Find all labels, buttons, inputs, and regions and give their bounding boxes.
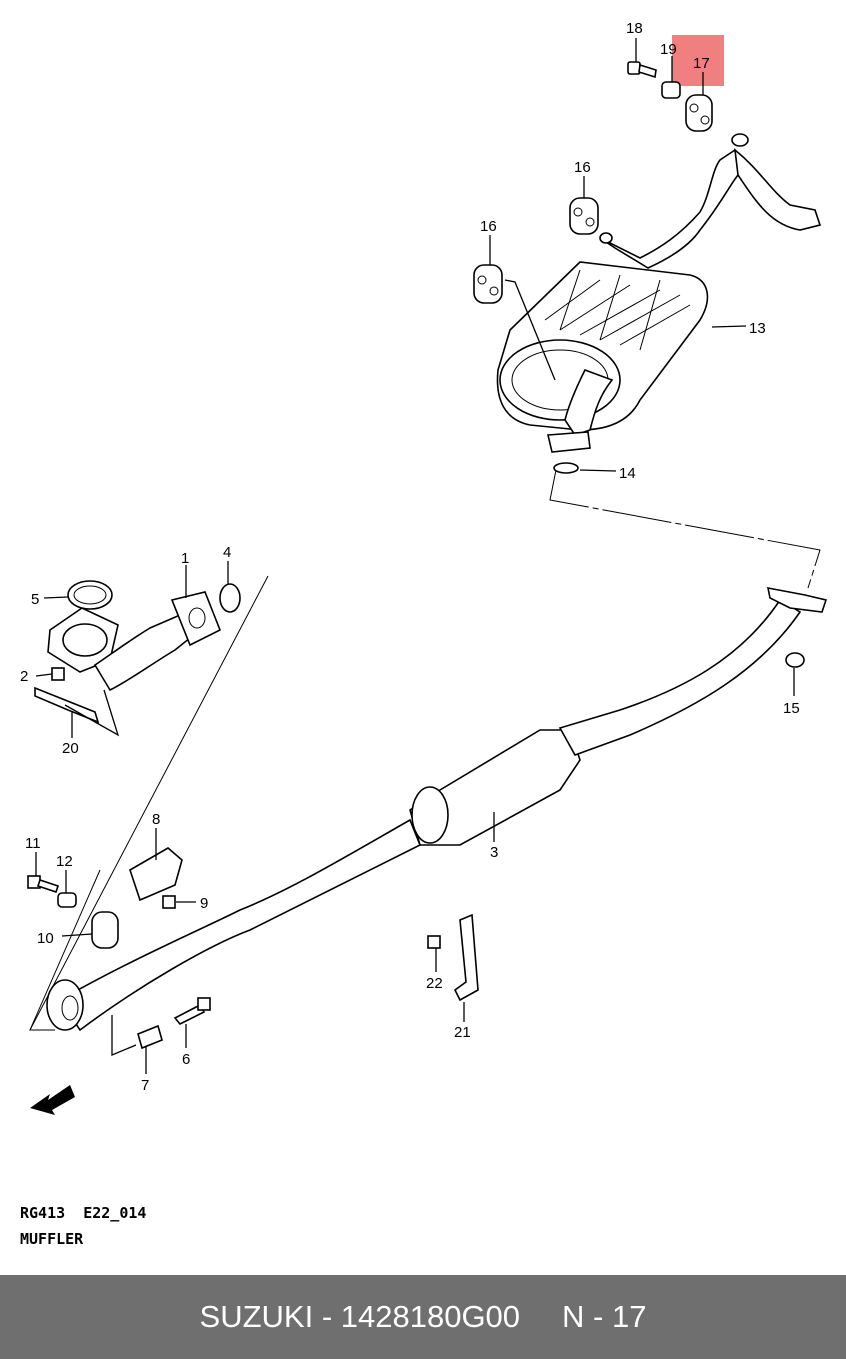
o2-sensor-20 bbox=[34, 686, 120, 737]
label-4: 4 bbox=[223, 544, 231, 561]
hanger-10 bbox=[91, 911, 119, 949]
footer-bar: SUZUKI - 1428180G00 N - 17 bbox=[0, 1275, 846, 1359]
label-19: 19 bbox=[660, 41, 677, 58]
flange-14 bbox=[547, 431, 591, 474]
bolt-9 bbox=[162, 895, 176, 909]
label-1: 1 bbox=[181, 550, 189, 567]
hanger-16b bbox=[473, 264, 556, 381]
label-10: 10 bbox=[37, 930, 54, 947]
exhaust-diagram: 1 2 3 4 5 6 7 8 9 10 11 12 13 14 15 16 1… bbox=[20, 20, 828, 1115]
label-16a: 16 bbox=[574, 159, 591, 176]
part-reference: SUZUKI - 1428180G00 bbox=[199, 1299, 521, 1334]
label-17: 17 bbox=[693, 55, 710, 72]
label-11: 11 bbox=[25, 835, 41, 852]
bolt-18 bbox=[627, 61, 657, 79]
fwd-arrow-icon bbox=[30, 1085, 75, 1115]
label-13: 13 bbox=[749, 320, 766, 337]
label-20: 20 bbox=[62, 740, 79, 757]
bolt-11 bbox=[27, 875, 60, 894]
bracket-21 bbox=[453, 913, 479, 1002]
bolt-2 bbox=[51, 667, 65, 681]
label-16b: 16 bbox=[480, 218, 497, 235]
spacer-12 bbox=[57, 892, 77, 908]
connection-lines bbox=[29, 469, 821, 1031]
highlight-part-17 bbox=[672, 35, 724, 86]
diagram-position: N - 17 bbox=[562, 1299, 647, 1334]
label-12: 12 bbox=[56, 853, 73, 870]
muffler-13 bbox=[496, 261, 709, 436]
center-pipe-3 bbox=[46, 586, 828, 1032]
label-22: 22 bbox=[426, 975, 443, 992]
gasket-15 bbox=[785, 652, 805, 668]
label-2: 2 bbox=[20, 668, 28, 685]
label-8: 8 bbox=[152, 811, 160, 828]
label-7: 7 bbox=[141, 1077, 149, 1094]
label-6: 6 bbox=[182, 1051, 190, 1068]
exhaust-manifold-pipe-1 bbox=[47, 591, 222, 692]
label-15: 15 bbox=[783, 700, 800, 717]
bolt-22 bbox=[427, 935, 441, 949]
leader-lines bbox=[35, 38, 795, 1074]
label-18: 18 bbox=[626, 20, 643, 37]
spring-7 bbox=[111, 1015, 163, 1056]
bracket-8 bbox=[129, 847, 183, 902]
spacer-19 bbox=[661, 81, 681, 99]
label-5: 5 bbox=[31, 591, 39, 608]
gasket-4 bbox=[219, 583, 241, 613]
diagram-title: MUFFLER bbox=[20, 1230, 84, 1248]
label-21: 21 bbox=[454, 1024, 471, 1041]
label-9: 9 bbox=[200, 895, 208, 912]
gasket-5 bbox=[67, 580, 113, 610]
bolt-6 bbox=[173, 997, 211, 1025]
rear-pipe bbox=[599, 133, 822, 269]
diagram-code: RG413 E22_014 bbox=[20, 1204, 147, 1222]
hanger-16a bbox=[569, 197, 599, 235]
hanger-17 bbox=[685, 94, 713, 132]
label-3: 3 bbox=[490, 844, 498, 861]
label-14: 14 bbox=[619, 465, 636, 482]
